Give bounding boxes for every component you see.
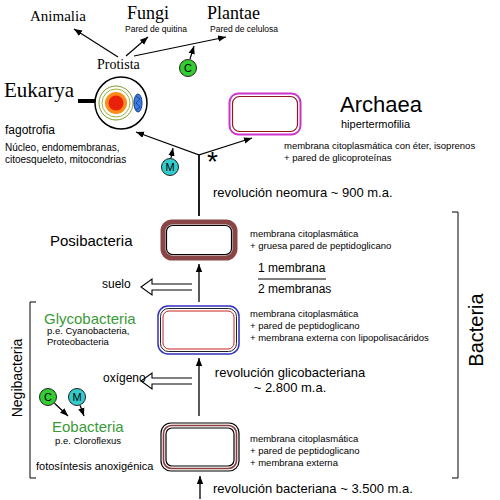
mitochondrion-marker: M bbox=[68, 388, 86, 406]
node-heading: Archaea bbox=[340, 92, 422, 117]
membrane-layer bbox=[230, 94, 301, 135]
node-heading: Posibacteria bbox=[50, 232, 133, 249]
lineage-arrow bbox=[126, 37, 148, 56]
example-note: p.e. Cloroflexus bbox=[55, 436, 121, 447]
cell-membrane bbox=[95, 77, 147, 129]
divider-line bbox=[258, 279, 326, 280]
membrane-layer bbox=[167, 226, 232, 255]
nuclear-envelope bbox=[105, 92, 127, 114]
cell-envelope bbox=[160, 219, 238, 261]
trait-label: fotosíntesis anoxigénica bbox=[36, 460, 153, 473]
cell-envelope bbox=[157, 305, 240, 355]
archaea-cell: Archaea bbox=[226, 90, 438, 138]
posibacteria-cell: Posibacteria bbox=[48, 216, 242, 264]
envelope-note: + pared de peptidoglicano bbox=[250, 321, 360, 332]
membrane-layer bbox=[163, 222, 235, 258]
membrane-count: 2 membranas bbox=[258, 283, 331, 297]
lineage-connector bbox=[136, 132, 199, 216]
lineage-connector bbox=[199, 138, 252, 216]
lineage-connector bbox=[80, 405, 84, 416]
kingdom-name: Animalia bbox=[30, 8, 86, 25]
membrane-layer bbox=[161, 309, 237, 352]
group-bracket bbox=[30, 302, 36, 478]
marker-letter: M bbox=[72, 392, 81, 403]
trait-label: fagotrofia bbox=[5, 124, 55, 138]
group-label: Bacteria bbox=[465, 293, 488, 366]
kingdom-name: Fungi bbox=[127, 3, 169, 24]
mitochondrion-marker: M bbox=[161, 158, 179, 176]
envelope-note: + membrana externa con lipopolisacáridos bbox=[250, 333, 429, 344]
lineage-connector bbox=[198, 264, 199, 302]
group-label: Negibacteria bbox=[9, 339, 25, 418]
envelope-note: membrana citoplasmática con éter, isopre… bbox=[284, 141, 475, 152]
example-note: p.e. Cyanobacteria, Proteobacteria bbox=[47, 326, 147, 348]
membrane-layer bbox=[158, 306, 239, 354]
flagellum-bar bbox=[78, 99, 96, 103]
eukaryote-cell: Eukarya bbox=[4, 74, 150, 132]
lineage-arrow bbox=[74, 29, 118, 57]
kingdom-name: Protista bbox=[97, 57, 140, 73]
membrane-layer bbox=[166, 428, 234, 466]
mitochondrion bbox=[134, 94, 142, 112]
envelope-note: + gruesa pared de peptidoglicano bbox=[250, 241, 391, 252]
event-label: revolución bacteriana ~ 3.500 m.a. bbox=[213, 482, 413, 497]
lineage-connector bbox=[198, 358, 199, 416]
membrane-count: 1 membrana bbox=[258, 262, 325, 276]
trait-label: hipertermofilia bbox=[341, 118, 410, 131]
membrane-layer bbox=[164, 426, 237, 469]
nucleus bbox=[109, 96, 124, 111]
envelope-note: + membrana externa bbox=[250, 458, 338, 469]
habitat-label: oxígeno bbox=[103, 372, 146, 386]
lineage-arrow bbox=[134, 37, 226, 56]
envelope-note: membrana citoplasmática bbox=[250, 229, 358, 240]
event-label: revolución glicobacteriana ~ 2.800 m.a. bbox=[212, 366, 368, 396]
chloroplast-marker: C bbox=[179, 59, 197, 77]
marker-letter: C bbox=[44, 392, 52, 403]
node-heading: Eobacteria bbox=[52, 418, 124, 435]
event-label: revolución neomura ~ 900 m.a. bbox=[213, 186, 393, 201]
habitat-label: suelo bbox=[102, 278, 131, 292]
origin-arrow bbox=[199, 476, 200, 499]
node-heading: Glycobacteria bbox=[44, 310, 136, 327]
cell-envelope bbox=[228, 92, 302, 136]
group-bracket bbox=[452, 212, 458, 478]
mitochondrion-crista bbox=[136, 96, 140, 110]
hollow-arrow bbox=[141, 373, 192, 389]
envelope-note: + pared de peptidoglicano bbox=[250, 446, 360, 457]
kingdom-note: Pared de celulosa bbox=[210, 25, 278, 35]
membrane-layer bbox=[161, 423, 239, 471]
node-heading: Eukarya bbox=[4, 78, 74, 102]
lineage-connector bbox=[55, 403, 69, 416]
eobacteria-cell: Eobacteria bbox=[44, 416, 242, 474]
cell-envelope bbox=[160, 422, 240, 472]
endosymbiosis-arrow bbox=[190, 46, 194, 59]
membrane-layer bbox=[163, 311, 234, 349]
membrane-layer bbox=[233, 97, 298, 132]
trait-note: Núcleo, endomembranas, citoesqueleto, mi… bbox=[5, 142, 145, 165]
hollow-arrow bbox=[141, 279, 192, 295]
glycobacteria-cell: Glycobacteria bbox=[44, 302, 242, 358]
endomembrane bbox=[99, 86, 133, 120]
chloroplast-marker: C bbox=[39, 388, 57, 406]
marker-letter: C bbox=[184, 63, 192, 74]
marker-letter: M bbox=[165, 162, 174, 173]
envelope-note: membrana citoplasmática bbox=[250, 309, 358, 320]
kingdom-name: Plantae bbox=[207, 3, 260, 24]
endomembrane bbox=[102, 89, 130, 117]
envelope-note: + pared de glicoproteínas bbox=[284, 153, 391, 164]
kingdom-note: Pared de quitina bbox=[125, 25, 187, 35]
envelope-note: membrana citoplasmática bbox=[250, 434, 358, 445]
endosymbiosis-arrow bbox=[171, 148, 173, 158]
asterisk-mark: * bbox=[207, 146, 218, 178]
eukaryote-drawing bbox=[78, 74, 150, 132]
